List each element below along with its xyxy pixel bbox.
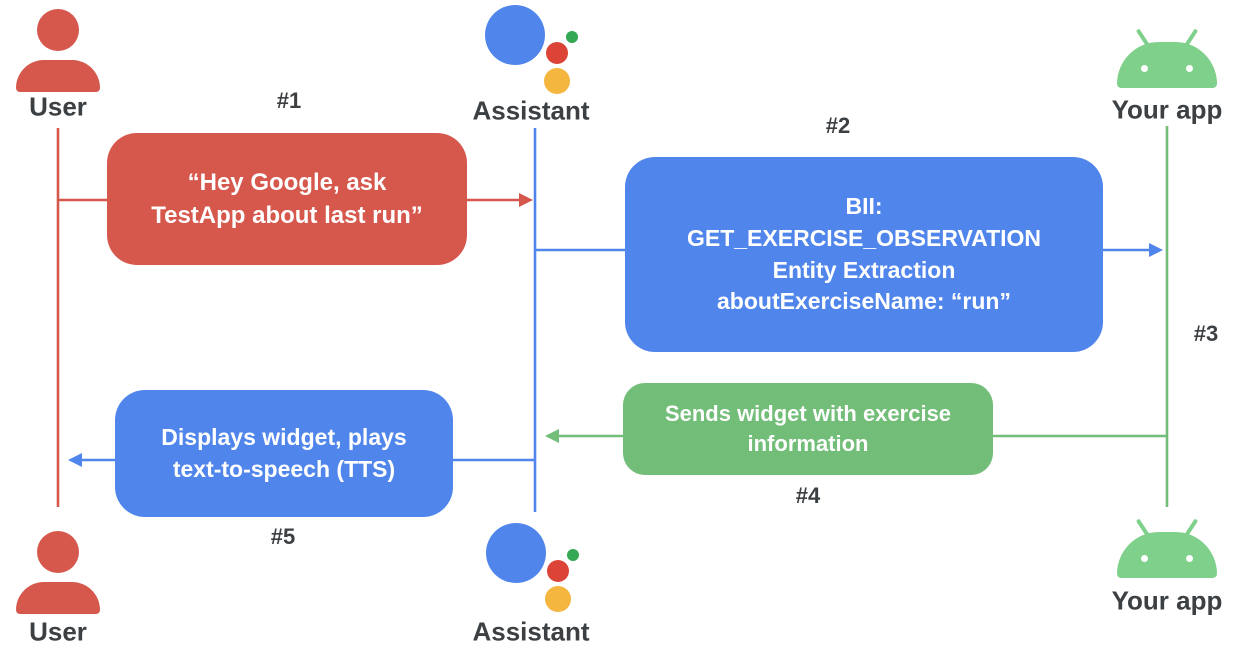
assistant-green-circle-icon [566, 31, 578, 43]
message-box-2-text: GET_EXERCISE_OBSERVATION [686, 224, 1042, 251]
message-box-1: “Hey Google, ask TestApp about last run” [107, 133, 467, 265]
step-2-label: #2 [825, 113, 851, 138]
android-eye-icon [1141, 555, 1148, 562]
assistant-label-top: Assistant [472, 95, 590, 126]
google-assistant-icon [485, 5, 579, 94]
assistant-label-bottom: Assistant [472, 616, 590, 647]
message-box-1-text: TestApp about last run” [151, 202, 423, 229]
step-3-label: #3 [1193, 321, 1219, 346]
arrow-4-head-icon [545, 429, 559, 443]
yourapp-label-top: Your app [1111, 94, 1223, 125]
assistant-red-circle-icon [547, 560, 569, 582]
message-box-5-text: text-to-speech (TTS) [172, 455, 396, 482]
android-eye-icon [1141, 65, 1148, 72]
user-icon-head [37, 531, 79, 573]
message-box-4: Sends widget with exercise information [623, 383, 993, 475]
android-icon [1117, 27, 1217, 89]
google-assistant-icon [486, 523, 580, 612]
message-box-5: Displays widget, plays text-to-speech (T… [115, 390, 453, 517]
assistant-red-circle-icon [546, 42, 568, 64]
message-box-2-text: aboutExerciseName: “run” [717, 288, 1011, 315]
message-box-4-text: Sends widget with exercise [664, 400, 952, 426]
user-icon [16, 9, 100, 92]
user-icon [16, 531, 100, 614]
assistant-blue-circle-icon [486, 523, 546, 583]
assistant-blue-circle-icon [485, 5, 545, 65]
arrow-1-head-icon [519, 193, 533, 207]
user-icon-body [16, 582, 100, 614]
arrow-2-head-icon [1149, 243, 1163, 257]
message-box-5-text: Displays widget, plays [161, 423, 407, 450]
step-4-label: #4 [795, 483, 821, 508]
android-icon [1117, 517, 1217, 579]
assistant-yellow-circle-icon [545, 586, 571, 612]
android-eye-icon [1186, 555, 1193, 562]
user-icon-body [16, 60, 100, 92]
message-box-2: BII: GET_EXERCISE_OBSERVATION Entity Ext… [625, 157, 1103, 352]
yourapp-label-bottom: Your app [1111, 585, 1223, 616]
user-label-bottom: User [29, 616, 87, 647]
message-box-1-text: “Hey Google, ask [187, 168, 387, 196]
step-1-label: #1 [276, 88, 302, 113]
step-5-label: #5 [270, 524, 296, 549]
message-box-2-text: BII: [845, 193, 883, 220]
android-eye-icon [1186, 65, 1193, 72]
assistant-yellow-circle-icon [544, 68, 570, 94]
message-box-2-text: Entity Extraction [772, 256, 956, 283]
user-icon-head [37, 9, 79, 51]
arrow-5-head-icon [68, 453, 82, 467]
message-box-4-text: information [747, 431, 869, 456]
user-label-top: User [29, 91, 87, 122]
android-head-icon [1117, 42, 1217, 88]
android-head-icon [1117, 532, 1217, 578]
assistant-green-circle-icon [567, 549, 579, 561]
